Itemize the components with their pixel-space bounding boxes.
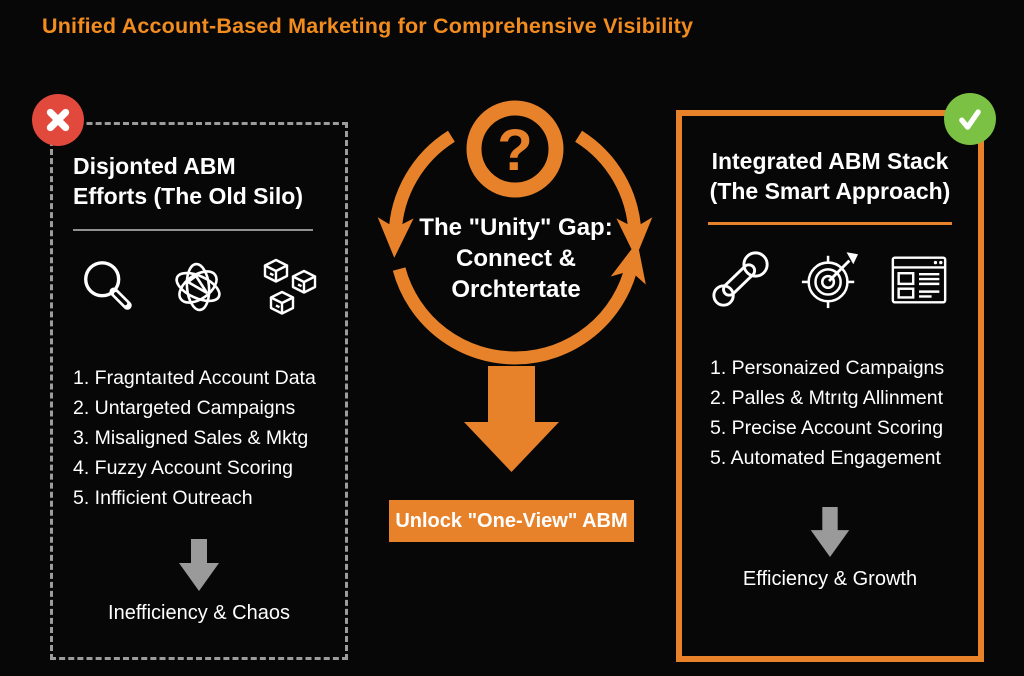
list-item: 5. Automated Engagement — [710, 447, 941, 469]
list-item: 3. Misaligned Sales & Mktg — [73, 427, 309, 449]
down-arrow-icon — [810, 507, 850, 557]
gap-line2: Connect & — [456, 245, 576, 272]
list-item: 5. Precise Account Scoring — [710, 417, 944, 439]
old-silo-outcome: Inefficiency & Chaos — [108, 602, 290, 624]
x-badge — [32, 94, 84, 146]
check-icon — [959, 109, 981, 130]
list-item: 2. Untargeted Campaigns — [73, 397, 296, 419]
gap-line3: Orchtertate — [451, 276, 581, 303]
big-down-arrow-icon — [464, 366, 559, 472]
list-item: 1. Fragntaıted Account Data — [73, 367, 316, 389]
link-icon — [712, 251, 769, 307]
list-item: 5. Infficient Outreach — [73, 487, 253, 509]
smart-title-line2: (The Smart Approach) — [709, 178, 951, 204]
question-mark: ? — [497, 118, 532, 183]
x-icon — [46, 108, 70, 132]
divider — [708, 222, 952, 225]
page-title: Unified Account-Based Marketing for Comp… — [42, 14, 694, 38]
smart-approach-panel: Integrated ABM Stack (The Smart Approach… — [676, 110, 984, 662]
old-silo-title-line2: Efforts (The Old Silo) — [73, 183, 303, 209]
target-icon — [801, 252, 859, 309]
smart-title-line1: Integrated ABM Stack — [711, 148, 949, 174]
old-silo-arrow-wrap — [73, 539, 325, 596]
smart-approach-panel-title: Integrated ABM Stack (The Smart Approach… — [706, 146, 954, 206]
old-silo-title-line1: Disjonted ABM — [73, 153, 236, 179]
smart-approach-list: 1. Personaized Campaigns 2. Palles & Mtr… — [706, 353, 954, 473]
old-silo-icon-row — [73, 255, 325, 319]
divider — [73, 229, 313, 231]
unlock-one-view-button[interactable]: Unlock "One-View" ABM — [389, 500, 634, 542]
smart-approach-arrow-wrap — [706, 507, 954, 562]
magnifier-icon — [84, 261, 132, 310]
old-silo-list: 1. Fragntaıted Account Data 2. Untargete… — [73, 363, 325, 513]
list-item: 4. Fuzzy Account Scoring — [73, 457, 294, 479]
check-badge — [944, 93, 996, 145]
list-item: 1. Personaized Campaigns — [710, 357, 945, 379]
smart-approach-icon-row — [706, 249, 954, 311]
unity-gap-text: The "Unity" Gap: Connect & Orchtertate — [402, 212, 630, 305]
browser-icon — [891, 256, 947, 304]
list-item: 2. Palles & Mtrıtg Allinment — [710, 387, 944, 409]
cycle-arrows-icon: ? — [377, 100, 653, 365]
cubes-icon — [263, 258, 317, 315]
old-silo-panel: Disjonted ABM Efforts (The Old Silo) — [50, 122, 348, 660]
gap-line1: The "Unity" Gap: — [419, 214, 613, 241]
old-silo-panel-title: Disjonted ABM Efforts (The Old Silo) — [73, 151, 325, 211]
down-arrow-icon — [179, 539, 219, 591]
question-badge — [466, 100, 564, 198]
smart-approach-outcome: Efficiency & Growth — [742, 568, 918, 590]
tangle-icon — [175, 262, 221, 312]
